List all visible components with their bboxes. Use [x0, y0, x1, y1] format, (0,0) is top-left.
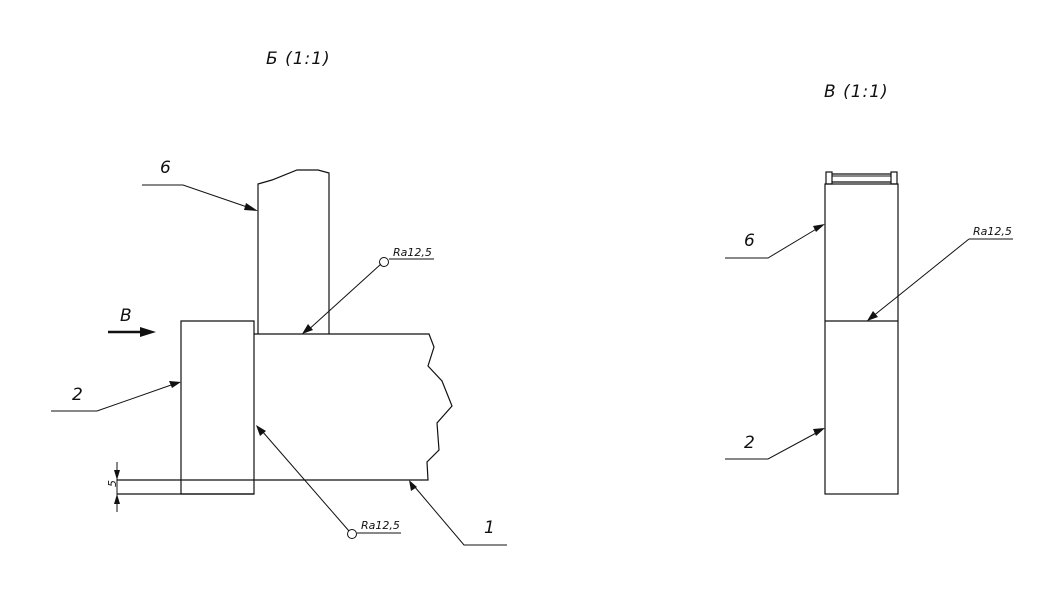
callout-b-6-number: 6: [160, 158, 171, 178]
callout-v-6-number: 6: [744, 231, 755, 251]
part-2-outline: [180, 320, 255, 495]
callout-b-1-number: 1: [484, 518, 495, 538]
part-1-outline: [254, 333, 453, 481]
callout-b-2-number: 2: [72, 385, 83, 405]
part-6-outline: [257, 169, 330, 334]
view-v: В (1:1) 6 2 Ra12,5: [725, 82, 1013, 495]
callout-v-2: 2: [725, 428, 825, 460]
dimension-gap: 5: [106, 462, 120, 512]
view-v-top-cap: [825, 171, 898, 185]
view-b-title: Б (1:1): [266, 49, 331, 69]
view-v-title: В (1:1): [824, 82, 889, 102]
roughness-b-upper: Ra12,5: [302, 246, 434, 334]
roughness-v-weld: Ra12,5: [867, 225, 1013, 321]
callout-b-1: 1: [409, 480, 507, 546]
dimension-gap-value: 5: [106, 480, 119, 487]
roughness-v-weld-value: Ra12,5: [973, 225, 1012, 238]
roughness-b-upper-value: Ra12,5: [393, 246, 432, 259]
callout-b-2: 2: [51, 381, 181, 412]
roughness-b-lower-value: Ra12,5: [361, 519, 400, 532]
view-direction-arrowhead: [140, 327, 156, 337]
view-v-body: [824, 183, 899, 495]
roughness-b-lower: Ra12,5: [256, 425, 401, 539]
callout-v-6: 6: [725, 224, 825, 259]
view-direction-label: В: [120, 306, 132, 326]
view-b: Б (1:1) В 5 6 2: [51, 49, 507, 546]
callout-b-6: 6: [142, 158, 258, 211]
callout-v-2-number: 2: [744, 433, 755, 453]
